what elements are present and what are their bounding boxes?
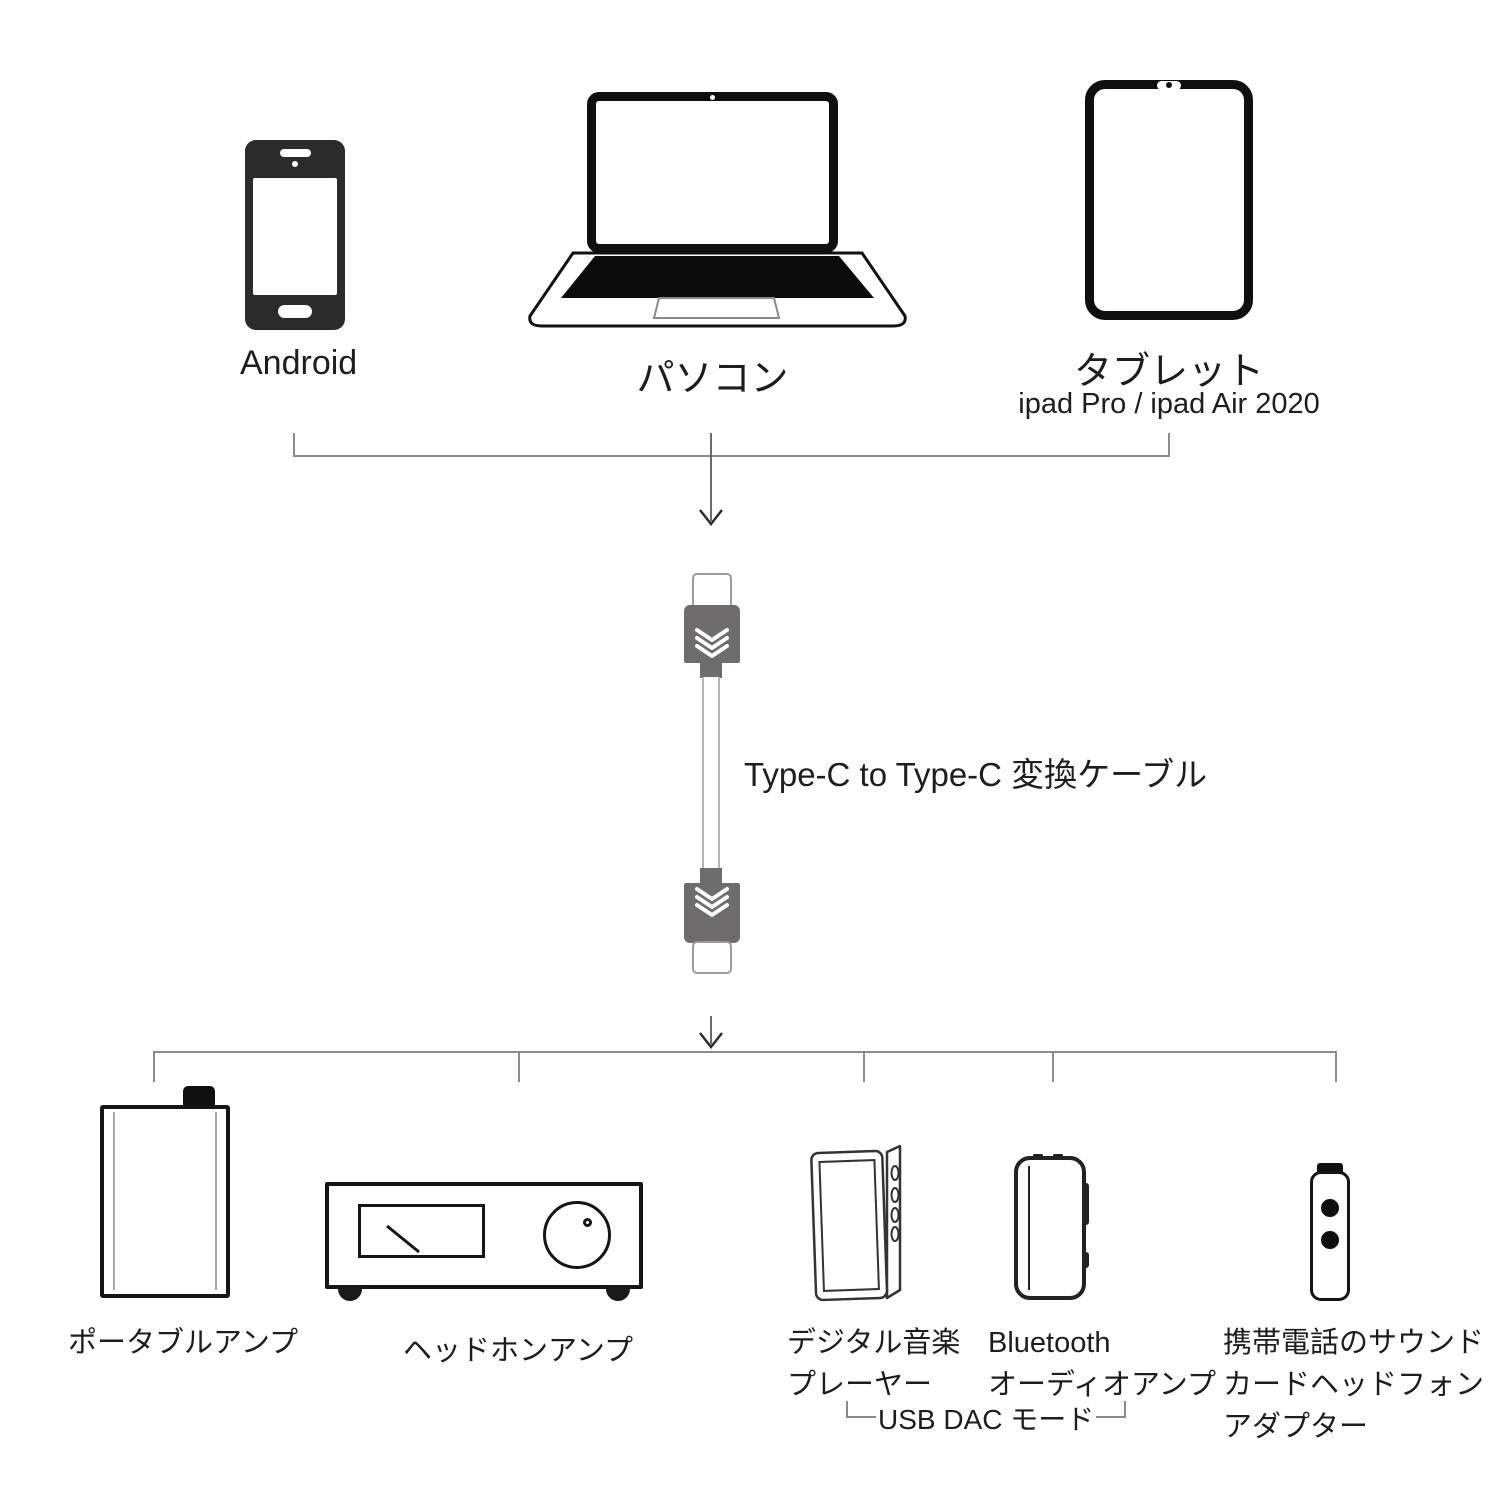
portable-amp-icon xyxy=(100,1105,230,1298)
down-arrow-icon xyxy=(699,1032,723,1049)
phone-home-button xyxy=(278,305,312,318)
knob-marker-dot xyxy=(583,1218,592,1227)
digital-player-label: デジタル音楽 プレーヤー xyxy=(787,1322,960,1406)
drop-tick-portable-amp xyxy=(153,1051,155,1082)
drop-tick-digital-player xyxy=(863,1051,865,1082)
portable-amp-knob xyxy=(183,1086,215,1108)
laptop-base xyxy=(528,251,907,328)
top-detail xyxy=(1053,1154,1063,1157)
tablet-label: タブレット xyxy=(1073,351,1264,393)
top-detail xyxy=(1033,1154,1043,1157)
amp-foot xyxy=(606,1287,630,1301)
adapter-clip xyxy=(1317,1163,1343,1174)
laptop-icon xyxy=(587,92,838,253)
tablet-sublabel: ipad Pro / ipad Air 2020 xyxy=(1018,388,1320,420)
adapter-label-line2: カードヘッドフォン xyxy=(1223,1369,1485,1401)
adapter-label-line3: アダプター xyxy=(1223,1411,1369,1443)
drop-tick-adapter xyxy=(1335,1051,1337,1082)
bottom-bracket-line xyxy=(153,1051,1337,1053)
digital-player-label-line2: プレーヤー xyxy=(787,1369,933,1401)
laptop-camera-dot xyxy=(710,95,715,100)
bottom-arrow-shaft xyxy=(710,1016,712,1044)
volume-knob xyxy=(543,1201,611,1269)
bluetooth-amp-icon xyxy=(1014,1156,1086,1300)
drop-tick-headphone-amp xyxy=(518,1051,520,1082)
bluetooth-amp-label-line2: オーディオアンプ xyxy=(988,1369,1216,1401)
bluetooth-amp-label-line1: Bluetooth xyxy=(988,1327,1111,1359)
adapter-label-line1: 携帯電話のサウンド xyxy=(1223,1327,1485,1359)
usb-c-plug-top xyxy=(692,573,732,609)
portable-amp-edge-line xyxy=(113,1112,115,1290)
top-bracket-right-tick xyxy=(1168,433,1170,457)
vu-meter-needle xyxy=(386,1224,420,1254)
chevron-logo-icon xyxy=(695,628,729,658)
adapter-jack-dot xyxy=(1321,1231,1339,1249)
vu-meter xyxy=(358,1204,485,1258)
adapter-label: 携帯電話のサウンド カードヘッドフォン アダプター xyxy=(1223,1322,1484,1448)
usb-dac-mode-label: USB DAC モード xyxy=(878,1404,1095,1435)
cable-connector-top xyxy=(684,605,740,663)
top-arrow-shaft xyxy=(710,433,712,521)
top-bracket-left-tick xyxy=(293,433,295,457)
bluetooth-amp-edge-line xyxy=(1028,1166,1030,1290)
bracket-right xyxy=(1096,1401,1127,1418)
phone-speaker xyxy=(280,149,311,157)
phone-camera-dot xyxy=(292,161,298,167)
bluetooth-amp-label: Bluetooth オーディオアンプ xyxy=(988,1322,1216,1406)
portable-amp-label: ポータブルアンプ xyxy=(68,1327,298,1359)
tablet-icon xyxy=(1085,80,1253,320)
android-label: Android xyxy=(240,344,358,382)
down-arrow-icon xyxy=(699,509,723,526)
headphone-amp-label: ヘッドホンアンプ xyxy=(403,1335,633,1367)
digital-player-icon xyxy=(810,1144,902,1302)
amp-foot xyxy=(338,1287,362,1301)
cable-label: Type-C to Type-C 変換ケーブル xyxy=(744,756,1208,793)
phone-screen xyxy=(253,178,337,295)
drop-tick-bluetooth-amp xyxy=(1052,1051,1054,1082)
digital-player-label-line1: デジタル音楽 xyxy=(787,1327,961,1359)
android-phone-icon xyxy=(245,140,345,330)
top-bracket-line xyxy=(293,455,1170,457)
usb-dac-mode-annotation: USB DAC モード xyxy=(846,1398,1127,1438)
bracket-left xyxy=(846,1401,876,1418)
cable-neck-bottom xyxy=(700,868,722,884)
cable-wire xyxy=(702,677,720,872)
portable-amp-edge-line xyxy=(215,1112,217,1290)
tablet-camera-dot xyxy=(1166,82,1172,88)
cable-neck-top xyxy=(700,662,722,678)
usb-c-plug-bottom xyxy=(692,941,732,974)
chevron-logo-icon xyxy=(695,887,729,917)
pc-label: パソコン xyxy=(636,358,789,400)
side-button xyxy=(1084,1183,1089,1225)
side-button xyxy=(1084,1252,1089,1268)
adapter-jack-dot xyxy=(1321,1199,1339,1217)
